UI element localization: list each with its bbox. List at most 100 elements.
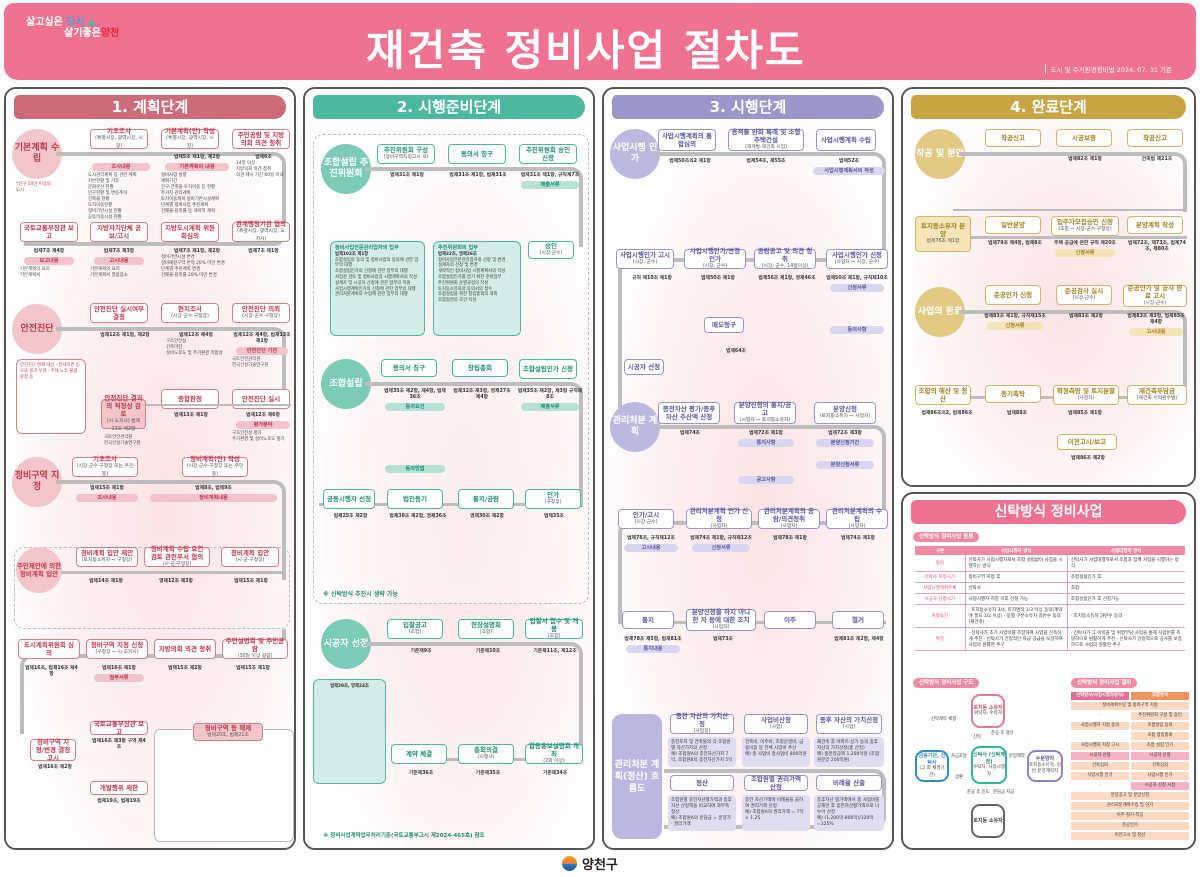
procedure-step: 사업시행자 지정 고시 (1071, 742, 1129, 750)
resident-proposal-circle: 주민제안에 의한 정비계획 입안 (16, 547, 62, 593)
flow-track (618, 521, 886, 621)
step-sale-plan: 분양계획 작성 (1127, 216, 1183, 234)
settle-step-ratio: 비례율 산출 (816, 775, 882, 791)
step-resident-briefing: 주민설명회 및 주민공람(30일 이상 공람) (222, 637, 288, 659)
sale-plan-law: 법제72조, 제73조, 법제74조, 제80조 (1128, 241, 1186, 252)
step-joint-briefing: 합동홍보설명회 개최(2회 이상) (525, 742, 583, 764)
step-zone-designation-request: 정비구역 지정 신청(구청장 ⇨ 시·도지사) (86, 639, 148, 659)
step-sale-notice: 분양신청의 통지/공고(사업자 ⇨ 토지등소유자) (734, 401, 796, 424)
flow-track (953, 209, 1187, 213)
construction-sale-circle: 착공 및 분양 (915, 129, 965, 179)
safety-circle: 안전진단 (12, 304, 62, 354)
procedure-step: 이주·철거·착공 (1071, 812, 1189, 820)
phase4-title: 4. 완료단계 (911, 95, 1186, 119)
transfer-law: 법제86조 제2항 (1071, 456, 1105, 461)
contract-standard-note: ※ 정비사업계약업무처리기준(국토교통부고시 제2024-465호) 참조 (323, 833, 485, 839)
guarantee-law: 법제82조 제1항 (1068, 157, 1102, 162)
step-basic-plan-draft: 기본계획(안) 작성(특별시장, 광역시장, 시장) (161, 127, 219, 149)
integrated-review-law: 법제50조의2 제1항 (669, 159, 711, 164)
bid-announcement-law: 기준제9조 (410, 649, 432, 654)
management-review-law: 법제78조 제1항 (773, 536, 807, 541)
procedure-step: 건축심의 (1131, 762, 1189, 770)
flow-track (61, 571, 283, 575)
step-agency-consult: 관계행정기관 협의(특별시장, 광역시장, 도지사) (232, 220, 290, 242)
header-banner: 살고싶은 도시 ▲ 살기좋은양천 재건축 정비사업 절차도 도시 및 주거환경정… (4, 3, 1196, 80)
zone-circle: 정비구역 지정 (12, 457, 62, 507)
settle-step-settlement: 정산 (670, 775, 734, 791)
founding-law: 법제32조 제3항, 영제27조 제4항 (453, 389, 511, 400)
step-tenant-approval: 입주자모집승인 신청(조합 ⇨ 시장·군수·구청장) (1051, 216, 1119, 236)
step-dissolution: 조합의 해산 및 청산 (915, 385, 971, 405)
arrow-label-pay: 분담금 지급 (993, 790, 1015, 795)
flow-track (654, 152, 886, 262)
contractor-law-box: 법제29조, 영제24조 (313, 679, 386, 784)
step-council-opinion: 지방의회 의견 청취 (154, 639, 216, 659)
legal-basis: 도시 및 주거환경정비법 2024. 07. 31 기준 (1044, 64, 1172, 74)
procedure-step: 조합설립 동의 (1131, 722, 1189, 730)
implementation-circle: 사업시행 인가 (610, 129, 660, 179)
flow-track (146, 404, 291, 408)
safety-decision-law: 법제12조 제1항, 제2항 (100, 333, 150, 338)
flow-track (319, 503, 583, 507)
approval-law: 법제50조 제1항 (701, 276, 735, 281)
procedure-step: 정비계획수립 및 정비구역 지정 (1071, 702, 1189, 710)
contractor-circle: 시공자 선정 (321, 619, 371, 669)
sun-logo-icon (562, 856, 577, 871)
step-construction-guarantee: 시공보증 (1056, 129, 1112, 147)
flow-track (959, 152, 1187, 212)
notice-law: 규칙 제10조 제1항 (632, 276, 672, 281)
step-construction-start: 착공신고 (985, 129, 1041, 147)
node-finance: 금융기관, 신탁사(그 외 채권기관) (915, 750, 949, 782)
procedure-step: · (1099, 733, 1101, 738)
step-plan-drafting: 정비계획 입안(시·군·구청장) (221, 547, 279, 567)
management-plan-law: 법제74조 제1항 (841, 536, 875, 541)
notice-law: 법제16조 제2항 (38, 765, 72, 770)
step-management-notice: 인가/고시(시장·군수) (618, 509, 674, 529)
flow-track (618, 258, 886, 408)
step-safety-request: 안전진단 의뢰(시장·군수·구청장) (232, 303, 290, 323)
registration-law: 법제88조 (1007, 411, 1027, 416)
slogan-logo: 살고싶은 도시 ▲ 살기좋은양천 (26, 17, 119, 39)
flow-track (971, 236, 1187, 240)
step-relocation: 이주 (764, 611, 816, 629)
meeting-law: 기준제35조 (475, 771, 501, 776)
page-title: 재건축 정비사업 절차도 (366, 26, 806, 75)
step-implementation-notice: 사업시행인가 고시(시장, 군수) (616, 249, 674, 269)
trust-types-pill: 신탁방식 정비사업 종류 (913, 532, 980, 542)
yangcheon-logo: 양천구 (562, 854, 618, 873)
step-bid-announcement: 입찰공고(조합) (387, 619, 443, 639)
settle-desc: 재건축 후 아파트·상가 등의 종후 자산의 가치산정(총 산정)예) 총분양금… (814, 737, 884, 767)
arrow-label-trust: 신탁 (973, 735, 981, 740)
announcement-law: 법제56조 제1항, 영제46조 (758, 276, 816, 281)
phase1-panel: 1. 계획단계 기본계획 수립 *인구 10만 이상의 도시 기초조사(특별시장… (4, 87, 296, 850)
phase3-panel: 3. 시행단계 사업시행 인가 사업시행계획의 통합심의 용적률 완화 특례 및… (602, 87, 894, 850)
procedure-step: 준공인가 (1071, 822, 1189, 830)
step-committee-approval-request: 추진위원회 승인 신청 (519, 144, 577, 164)
step-management-request: 관리처분계획 인가 신청(사업자) (686, 507, 752, 529)
step-completion-request: 준공인가 신청 (985, 285, 1041, 305)
briefing-law: 법제15조 제1항 (236, 666, 270, 671)
association-circle: 조합설립 (321, 359, 371, 409)
dissolution-law: 법제86조의2, 법제86조 (921, 411, 973, 416)
consult-content: 법제7조 제1항 (248, 249, 279, 254)
step-zone-survey: 기초조사(시장·군수·구청장 또는 주민 등) (72, 455, 138, 477)
flow-track (56, 480, 286, 580)
phase4-panel: 4. 완료단계 착공 및 분양 착공신고 시공보증 착공신고 법제82조 제1항… (901, 87, 1196, 487)
committee-circle: 조합설립 추진위원회 (321, 144, 371, 194)
procedure-step: 관리처분계획수립 및 인가 (1071, 802, 1189, 810)
flow-track (56, 152, 286, 237)
settle-step-prior-asset: 종전 자산의 가치산정(사업장) (670, 712, 734, 734)
arrow-label-completion: 준공 후 정산 (991, 731, 1014, 736)
basic-plan-circle: 기본계획 수립 (12, 129, 62, 179)
procedure-step: · (1099, 713, 1101, 718)
step-transfer-notice: 이전고시/보고 (1057, 434, 1117, 450)
